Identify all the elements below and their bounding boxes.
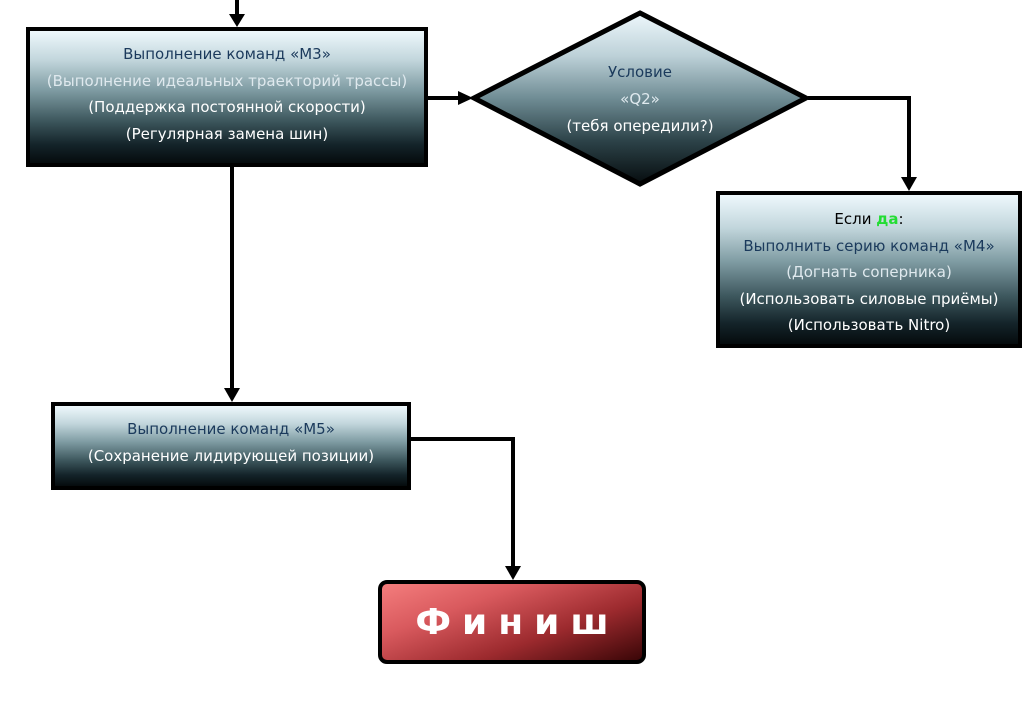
m5-line-1: (Сохранение лидирующей позиции) xyxy=(87,446,375,465)
arrow-head-q2-m4 xyxy=(901,177,917,191)
arrow-head-m5-finish xyxy=(505,566,521,580)
edge-m5-to-finish xyxy=(411,437,515,568)
decision-node-q2: Условие «Q2» (тебя опередили?) xyxy=(470,10,810,188)
m3-line-1: (Выполнение идеальных траекторий трассы) xyxy=(46,71,408,90)
process-node-m5: Выполнение команд «М5» (Сохранение лидир… xyxy=(51,402,411,490)
arrow-head-m3-m5 xyxy=(224,388,240,402)
m5-title: Выполнение команд «М5» xyxy=(127,420,335,438)
m3-line-3: (Регулярная замена шин) xyxy=(125,124,329,143)
m4-line-1: (Догнать соперника) xyxy=(786,263,952,281)
process-node-m4: Если да: Выполнить серию команд «М4» (До… xyxy=(716,191,1022,348)
q2-line-1: Условие xyxy=(608,63,672,81)
process-node-m3: Выполнение команд «М3» (Выполнение идеал… xyxy=(26,27,428,167)
terminal-node-finish: Финиш xyxy=(378,580,646,664)
m4-condition: Если да: xyxy=(834,206,903,233)
q2-text: Условие «Q2» (тебя опередили?) xyxy=(470,59,810,140)
finish-label: Финиш xyxy=(415,601,620,643)
m4-line-3: (Использовать Nitro) xyxy=(787,316,951,334)
m3-line-2: (Поддержка постоянной скорости) xyxy=(88,98,366,116)
arrow-head-incoming xyxy=(229,14,245,27)
diamond-shape xyxy=(470,10,810,187)
q2-line-2: «Q2» xyxy=(620,90,660,108)
m4-title: Выполнить серию команд «М4» xyxy=(743,236,995,255)
q2-line-3: (тебя опередили?) xyxy=(566,117,714,135)
m4-condition-suffix: : xyxy=(898,210,904,228)
m4-condition-answer: да xyxy=(876,210,899,228)
m4-condition-prefix: Если xyxy=(834,210,877,228)
m3-title: Выполнение команд «М3» xyxy=(123,45,331,63)
m4-line-2: (Использовать силовые приёмы) xyxy=(739,289,999,308)
edge-q2-to-m4 xyxy=(808,96,911,180)
arrow-head-m3-q2 xyxy=(458,91,473,105)
